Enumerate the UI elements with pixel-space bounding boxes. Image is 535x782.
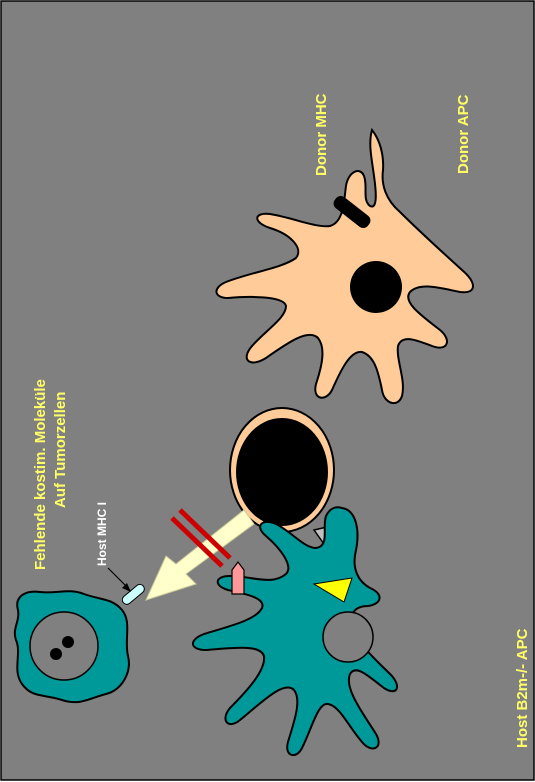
label-donor-apc: Donor APC <box>455 94 472 174</box>
tumor-cell-nucleus <box>236 418 328 526</box>
nucleolus-1 <box>50 648 62 660</box>
label-missing-costim-2: Auf Tumorzellen <box>52 392 69 508</box>
nucleolus-2 <box>62 636 74 648</box>
pink-receptor <box>232 562 244 594</box>
label-donor-mhc: Donor MHC <box>313 93 330 176</box>
host-tumor-cell <box>15 591 129 702</box>
label-host-apc: Host B2m-/- APC <box>514 628 531 748</box>
donor-apc-nucleus <box>350 261 402 313</box>
label-host-mhc: Host MHC I <box>95 502 109 566</box>
host-apc-nucleus <box>323 612 373 662</box>
label-missing-costim-1: Fehlende kostim. Moleküle <box>32 379 49 570</box>
